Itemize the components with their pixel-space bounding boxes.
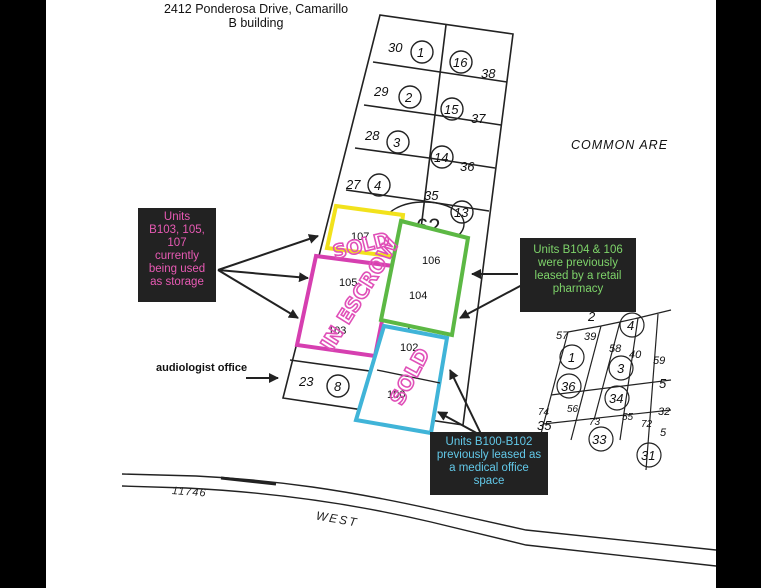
road-number: 11746 (171, 485, 207, 499)
storage-note: Units B103, 105, 107 currently being use… (138, 208, 216, 302)
lots-right-column: 16 38 15 37 14 36 35 13 (424, 50, 496, 224)
svg-text:39: 39 (584, 331, 596, 343)
lot-number: 35 (424, 188, 439, 203)
lot-number: 30 (388, 40, 403, 55)
svg-text:32: 32 (658, 406, 670, 418)
lot-number: 27 (345, 177, 361, 192)
lot-number: 28 (364, 128, 380, 143)
svg-text:1: 1 (568, 350, 575, 365)
svg-text:5: 5 (660, 427, 667, 439)
lot-number: 4 (374, 178, 381, 193)
retail-pharmacy-note: Units B104 & 106 were previously leased … (520, 238, 636, 312)
audiologist-office-label: audiologist office (156, 362, 248, 374)
lot-circle (386, 130, 410, 154)
lot-number: 15 (444, 102, 459, 117)
common-area-label: COMMON ARE (571, 138, 669, 152)
lot-circle (367, 173, 391, 197)
lot-circle (430, 145, 454, 169)
unit-103: 103 (328, 325, 346, 337)
lot-number: 1 (417, 45, 424, 60)
svg-text:72: 72 (641, 419, 653, 430)
svg-text:31: 31 (641, 448, 655, 463)
svg-text:4: 4 (627, 318, 634, 333)
svg-text:40: 40 (629, 349, 642, 361)
unit-100: 100 (387, 389, 405, 401)
svg-text:3: 3 (617, 361, 625, 376)
lot-number: 37 (471, 111, 486, 126)
annotation-arrows (217, 234, 523, 437)
lot-circle (449, 50, 473, 74)
address-line: 2412 Ponderosa Drive, Camarillo (163, 2, 349, 16)
svg-text:34: 34 (609, 391, 623, 406)
svg-text:5: 5 (659, 376, 667, 391)
lots-left-column: 30 1 29 2 28 3 27 4 (345, 40, 434, 197)
lot-number: 13 (454, 205, 469, 220)
lot-circle (410, 40, 434, 64)
svg-text:57: 57 (556, 330, 569, 342)
building-line: B building (228, 16, 284, 30)
lot-23: 23 8 (298, 374, 350, 398)
svg-text:56: 56 (567, 404, 579, 415)
unit-divider (376, 369, 441, 384)
road-name: WEST (315, 509, 359, 530)
svg-text:35: 35 (537, 418, 552, 433)
svg-text:59: 59 (653, 355, 665, 367)
lot-number: 3 (393, 135, 401, 150)
site-plan-drawing: 30 1 29 2 28 3 27 4 16 38 15 37 14 36 35 (121, 14, 716, 567)
svg-text:36: 36 (561, 379, 576, 394)
svg-text:55: 55 (622, 412, 634, 423)
lot-circle (450, 200, 474, 224)
lot-number: 16 (453, 55, 468, 70)
site-plan-document: 2412 Ponderosa Drive, Camarillo B buildi… (46, 0, 716, 588)
svg-text:74: 74 (538, 407, 550, 418)
lot-number: 2 (404, 90, 413, 105)
unit-104: 104 (409, 290, 427, 302)
lot-number: 14 (434, 150, 448, 165)
unit-106: 106 (422, 255, 440, 267)
road-lines (121, 473, 716, 567)
lot-number: 36 (460, 159, 475, 174)
unit-102: 102 (400, 342, 418, 354)
svg-text:33: 33 (592, 432, 607, 447)
svg-text:73: 73 (589, 417, 601, 428)
svg-text:2: 2 (587, 309, 596, 324)
lot-circle (398, 85, 422, 109)
svg-text:58: 58 (609, 343, 622, 355)
unit-107: 107 (351, 231, 369, 243)
adjacent-lot-labels: 2 4 57 39 58 40 59 1 3 36 34 5 73 56 55 … (537, 309, 670, 463)
medical-office-note: Units B100-B102 previously leased as a m… (430, 432, 548, 495)
lot-number: 38 (481, 66, 496, 81)
unit-105: 105 (339, 277, 357, 289)
lot-circle (440, 97, 464, 121)
svg-text:8: 8 (334, 379, 342, 394)
lot-number: 29 (373, 84, 388, 99)
green-unit-box (378, 218, 471, 338)
svg-text:23: 23 (298, 374, 314, 389)
